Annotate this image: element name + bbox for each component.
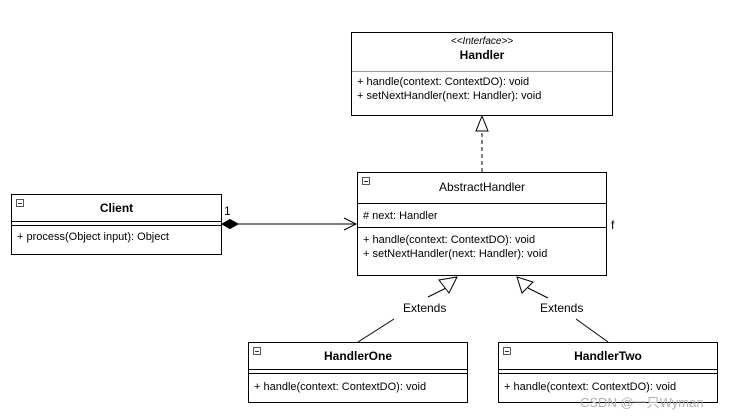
watermark: CSDN @一只Wyman bbox=[580, 395, 704, 410]
handler-one-box[interactable]: HandlerOne + handle(context: ContextDO):… bbox=[248, 342, 468, 403]
abstract-handler-divider bbox=[358, 227, 606, 228]
handler-interface-box[interactable]: <<Interface>> Handler + handle(context: … bbox=[351, 32, 613, 116]
handler-one-name: HandlerOne bbox=[323, 349, 392, 363]
handler-name: Handler bbox=[459, 48, 505, 62]
collapse-toggle-icon[interactable] bbox=[253, 347, 261, 355]
handler-two-divider bbox=[499, 369, 717, 370]
client-header: Client bbox=[12, 195, 221, 221]
extends-arrowhead-left bbox=[438, 276, 458, 294]
abstract-handler-header: AbstractHandler bbox=[358, 173, 606, 203]
client-methods: + process(Object input): Object bbox=[12, 226, 221, 248]
abstract-handler-field: # next: Handler bbox=[363, 210, 438, 222]
abstract-handler-fields: # next: Handler bbox=[358, 204, 606, 227]
handler-divider bbox=[352, 71, 612, 72]
handler-two-methods: + handle(context: ContextDO): void bbox=[499, 374, 717, 400]
handler-two-method: + handle(context: ContextDO): void bbox=[504, 381, 677, 393]
extends-line-right-upper bbox=[527, 287, 549, 299]
multiplicity-label: 1 bbox=[224, 204, 231, 218]
handler-method: + handle(context: ContextDO): void bbox=[357, 76, 530, 88]
extends-line-left-upper bbox=[427, 287, 447, 298]
handler-two-name: HandlerTwo bbox=[574, 349, 642, 363]
collapse-toggle-icon[interactable] bbox=[503, 347, 511, 355]
composition-diamond bbox=[220, 218, 240, 230]
handler-one-method: + handle(context: ContextDO): void bbox=[254, 381, 427, 393]
abstract-handler-name: AbstractHandler bbox=[438, 180, 526, 194]
extends-line-right-lower bbox=[575, 318, 609, 343]
handler-two-header: HandlerTwo bbox=[499, 343, 717, 369]
handler-two-box[interactable]: HandlerTwo + handle(context: ContextDO):… bbox=[498, 342, 718, 403]
realization-arrowhead bbox=[475, 114, 489, 132]
composition-arrowhead bbox=[343, 217, 358, 231]
abstract-handler-methods: + handle(context: ContextDO): void + set… bbox=[358, 228, 606, 264]
abstract-handler-method: + setNextHandler(next: Handler): void bbox=[363, 248, 548, 260]
extends-label-left: Extends bbox=[403, 301, 447, 315]
handler-stereotype: <<Interface>> bbox=[450, 36, 514, 47]
abstract-handler-divider bbox=[358, 203, 606, 204]
client-box[interactable]: Client + process(Object input): Object bbox=[11, 194, 222, 255]
extends-label-right: Extends bbox=[540, 301, 584, 315]
handler-one-divider bbox=[249, 373, 467, 374]
handler-header: <<Interface>> Handler bbox=[352, 33, 612, 71]
handler-one-header: HandlerOne bbox=[249, 343, 467, 369]
client-divider bbox=[12, 221, 221, 222]
handler-method: + setNextHandler(next: Handler): void bbox=[357, 90, 542, 102]
handler-one-divider bbox=[249, 369, 467, 370]
extends-arrowhead-right bbox=[516, 276, 534, 294]
abstract-handler-box[interactable]: AbstractHandler # next: Handler + handle… bbox=[357, 172, 607, 276]
client-method: + process(Object input): Object bbox=[17, 231, 169, 243]
abstract-handler-method: + handle(context: ContextDO): void bbox=[363, 234, 536, 246]
handler-one-methods: + handle(context: ContextDO): void bbox=[249, 374, 467, 400]
self-association-label: f bbox=[611, 218, 615, 232]
client-divider bbox=[12, 225, 221, 226]
collapse-toggle-icon[interactable] bbox=[16, 199, 24, 207]
handler-two-divider bbox=[499, 373, 717, 374]
handler-methods: + handle(context: ContextDO): void + set… bbox=[352, 72, 612, 106]
collapse-toggle-icon[interactable] bbox=[362, 177, 370, 185]
client-name: Client bbox=[99, 201, 134, 215]
extends-line-left-lower bbox=[357, 318, 395, 343]
